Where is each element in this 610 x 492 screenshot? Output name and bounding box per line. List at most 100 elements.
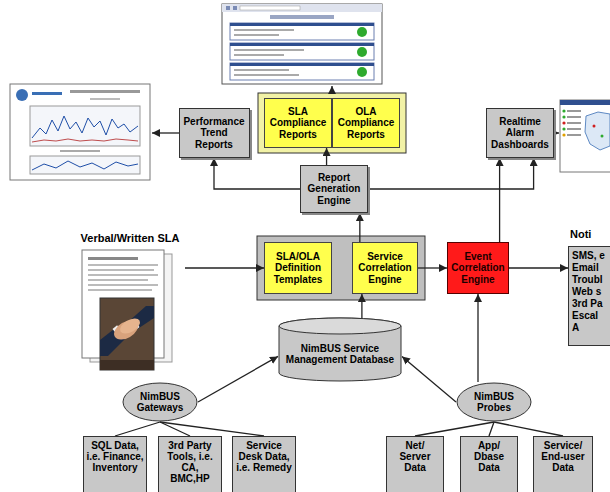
connector-arrow — [477, 294, 478, 382]
trend-screenshot — [90, 98, 120, 100]
node-label: Report Generation Engine — [304, 172, 364, 207]
connector-arrow — [415, 422, 494, 436]
report-screenshot — [230, 23, 374, 26]
engine-box: Report Generation Engine — [300, 165, 368, 213]
trend-screenshot — [16, 89, 28, 101]
dashboard-screenshot — [567, 134, 581, 136]
dashboard-screenshot — [562, 133, 565, 136]
node-label: Service/ End-user Data — [536, 440, 590, 473]
report-screenshot — [222, 4, 382, 84]
document-illustration — [88, 279, 148, 281]
dashboard-screenshot — [601, 135, 604, 138]
report-screenshot — [230, 23, 374, 40]
trend-screenshot — [32, 92, 62, 95]
trend-screenshot — [10, 84, 150, 180]
node-label: SLA/OLA Definition Templates — [268, 251, 328, 286]
report-box: Performance Trend Reports — [179, 108, 250, 158]
connector-arrow — [494, 422, 563, 436]
report-screenshot — [230, 63, 374, 80]
source-box: Net/ Server Data — [386, 436, 444, 492]
node-label: Service Correlation Engine — [356, 251, 414, 286]
node-body-text: SMS, e Email Troubl Web s 3rd Pa Escal A — [568, 246, 610, 346]
dashboard-screenshot — [560, 100, 610, 105]
source-box: 3rd Party Tools, i.e. CA, BMC,HP — [158, 436, 222, 492]
connector-arrow — [115, 422, 160, 436]
node-label: SQL Data, i.e. Finance, Inventory — [86, 440, 144, 473]
source-box: App/ Dbase Data — [460, 436, 518, 492]
ellipse-outline — [123, 383, 197, 421]
dashboard-screenshot — [560, 100, 610, 172]
report-box: SLA Compliance Reports — [264, 98, 332, 148]
cylinder-outline — [279, 318, 401, 334]
report-screenshot — [357, 27, 367, 37]
document-illustration — [100, 298, 154, 370]
node-label: 3rd Party Tools, i.e. CA, BMC,HP — [161, 440, 219, 484]
node-label: Noti — [568, 228, 610, 242]
node-label: Realtime Alarm Dashboards — [490, 116, 550, 151]
probe-ellipse: NimBUS Probes — [456, 382, 532, 422]
trend-screenshot — [10, 84, 150, 180]
node-label: NimBUS Service Management Database — [281, 343, 399, 366]
report-screenshot — [222, 4, 382, 12]
node-label: Service Desk Data, i.e. Remedy — [235, 440, 293, 473]
report-box: OLA Compliance Reports — [332, 98, 400, 148]
report-screenshot — [270, 15, 334, 19]
report-screenshot — [234, 69, 289, 71]
ellipse-outline — [457, 383, 531, 421]
connector-arrow — [418, 267, 447, 268]
report-screenshot — [234, 54, 284, 56]
document-node: Verbal/Written SLA — [75, 232, 185, 372]
trend-screenshot — [32, 161, 138, 170]
report-screenshot — [230, 63, 374, 66]
dashboard-screenshot — [567, 110, 581, 112]
node-label: NimBUS Probes — [462, 391, 526, 414]
engine-box: Service Correlation Engine — [352, 242, 418, 294]
connector-arrow — [509, 267, 568, 268]
gateway-ellipse: NimBUS Gateways — [122, 382, 198, 422]
notification-box: NotiSMS, e Email Troubl Web s 3rd Pa Esc… — [568, 228, 610, 350]
report-screenshot — [234, 74, 299, 76]
dashboard-screenshot — [560, 100, 610, 172]
document-illustration — [117, 315, 142, 336]
report-screenshot — [234, 29, 294, 31]
connector-arrow — [368, 158, 534, 189]
source-box: SQL Data, i.e. Finance, Inventory — [83, 436, 147, 492]
connector-arrow — [160, 422, 264, 436]
dashboard-box: Realtime Alarm Dashboards — [486, 108, 554, 158]
node-label: Event Correlation Engine — [451, 251, 505, 286]
report-screenshot — [233, 6, 237, 10]
dashboard-screenshot — [567, 128, 581, 130]
connector-arrow — [489, 422, 494, 436]
connector-arrow — [499, 158, 500, 242]
connector-arrow — [359, 213, 360, 242]
trend-screenshot — [70, 90, 140, 93]
dashboard-screenshot — [593, 125, 596, 128]
report-screenshot — [230, 43, 374, 46]
node-label: OLA Compliance Reports — [336, 106, 396, 141]
cylinder-outline — [279, 318, 401, 381]
document-illustration — [82, 250, 172, 370]
document-illustration — [88, 264, 158, 266]
document-illustration — [88, 274, 158, 276]
node-label: Net/ Server Data — [389, 440, 441, 473]
screenshot-arrow — [331, 86, 332, 93]
report-screenshot — [230, 43, 374, 60]
node-label: App/ Dbase Data — [463, 440, 515, 473]
compliance-frame — [258, 93, 406, 153]
dashboard-screenshot — [585, 112, 610, 150]
document-illustration — [88, 257, 138, 260]
document-illustration — [88, 284, 158, 286]
node-label: SLA Compliance Reports — [268, 106, 328, 141]
node-label: NimBUS Gateways — [128, 391, 192, 414]
report-screenshot — [234, 49, 304, 51]
correlation-band — [257, 236, 425, 300]
document-illustration — [100, 360, 154, 370]
connector-arrow — [214, 158, 300, 189]
dashboard-screenshot — [562, 121, 565, 124]
report-screenshot — [234, 34, 279, 36]
template-box: SLA/OLA Definition Templates — [264, 242, 332, 294]
database-cylinder: NimBUS Service Management Database — [278, 318, 402, 382]
screenshot-arrow — [152, 132, 180, 133]
report-screenshot — [240, 6, 300, 10]
report-screenshot — [357, 67, 367, 77]
